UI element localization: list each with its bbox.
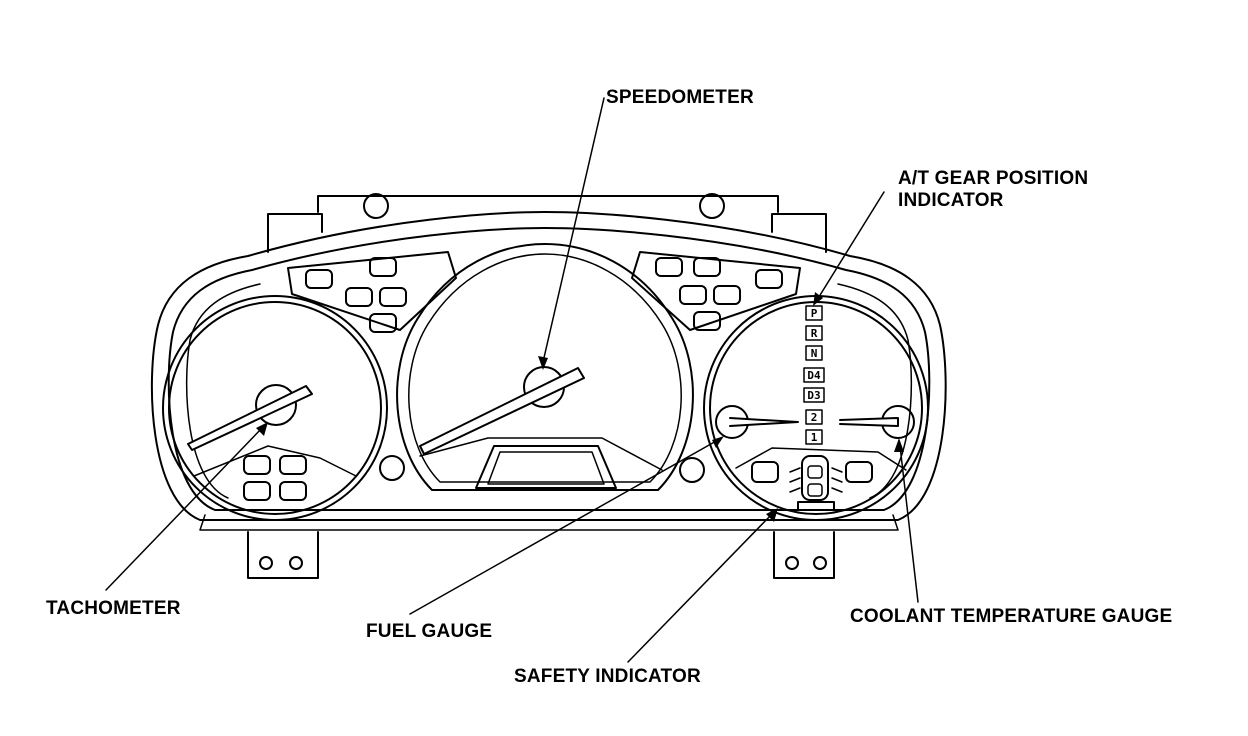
gear-letter-d3: D3 xyxy=(807,389,820,402)
gear-letter-d4: D4 xyxy=(807,369,821,382)
speedometer-label: SPEEDOMETER xyxy=(606,87,754,108)
fuel-gauge-label: FUEL GAUGE xyxy=(366,621,493,642)
fuel-gauge-needle xyxy=(715,405,799,439)
tachometer-leader xyxy=(105,427,263,591)
cluster-housing xyxy=(150,211,947,531)
gear-position-indicator: P R N D4 D3 2 1 xyxy=(803,305,825,445)
safety-indicator-label: SAFETY INDICATOR xyxy=(514,666,701,687)
gear-letter-n: N xyxy=(811,347,818,360)
right-center-screw xyxy=(679,457,705,483)
gear-position-label-line1: A/T GEAR POSITION xyxy=(898,168,1089,189)
gear-letter-2: 2 xyxy=(811,411,818,424)
gear-letter-1: 1 xyxy=(811,431,818,444)
gear-letter-r: R xyxy=(811,327,818,340)
fuel-gauge-leader xyxy=(409,439,719,615)
tachometer-dial xyxy=(162,295,388,521)
coolant-temperature-needle xyxy=(839,405,915,439)
left-warning-light-panel xyxy=(287,251,457,333)
right-warning-light-panel xyxy=(631,251,801,331)
coolant-temperature-gauge-label: COOLANT TEMPERATURE GAUGE xyxy=(850,606,1173,627)
left-center-screw xyxy=(379,455,405,481)
gear-position-leader xyxy=(816,191,885,301)
top-mounting-tabs xyxy=(267,193,827,253)
speedometer-dial xyxy=(396,243,694,491)
safety-indicator-leader xyxy=(627,513,773,663)
tachometer-label: TACHOMETER xyxy=(46,598,181,619)
speedometer-leader xyxy=(542,97,605,363)
safety-indicator-icon xyxy=(789,455,843,501)
gear-letter-p: P xyxy=(811,307,818,320)
coolant-temperature-leader xyxy=(899,445,919,603)
leader-lines xyxy=(105,97,919,663)
gear-position-label-line2: INDICATOR xyxy=(898,190,1004,211)
bottom-mounting-brackets xyxy=(247,531,835,579)
